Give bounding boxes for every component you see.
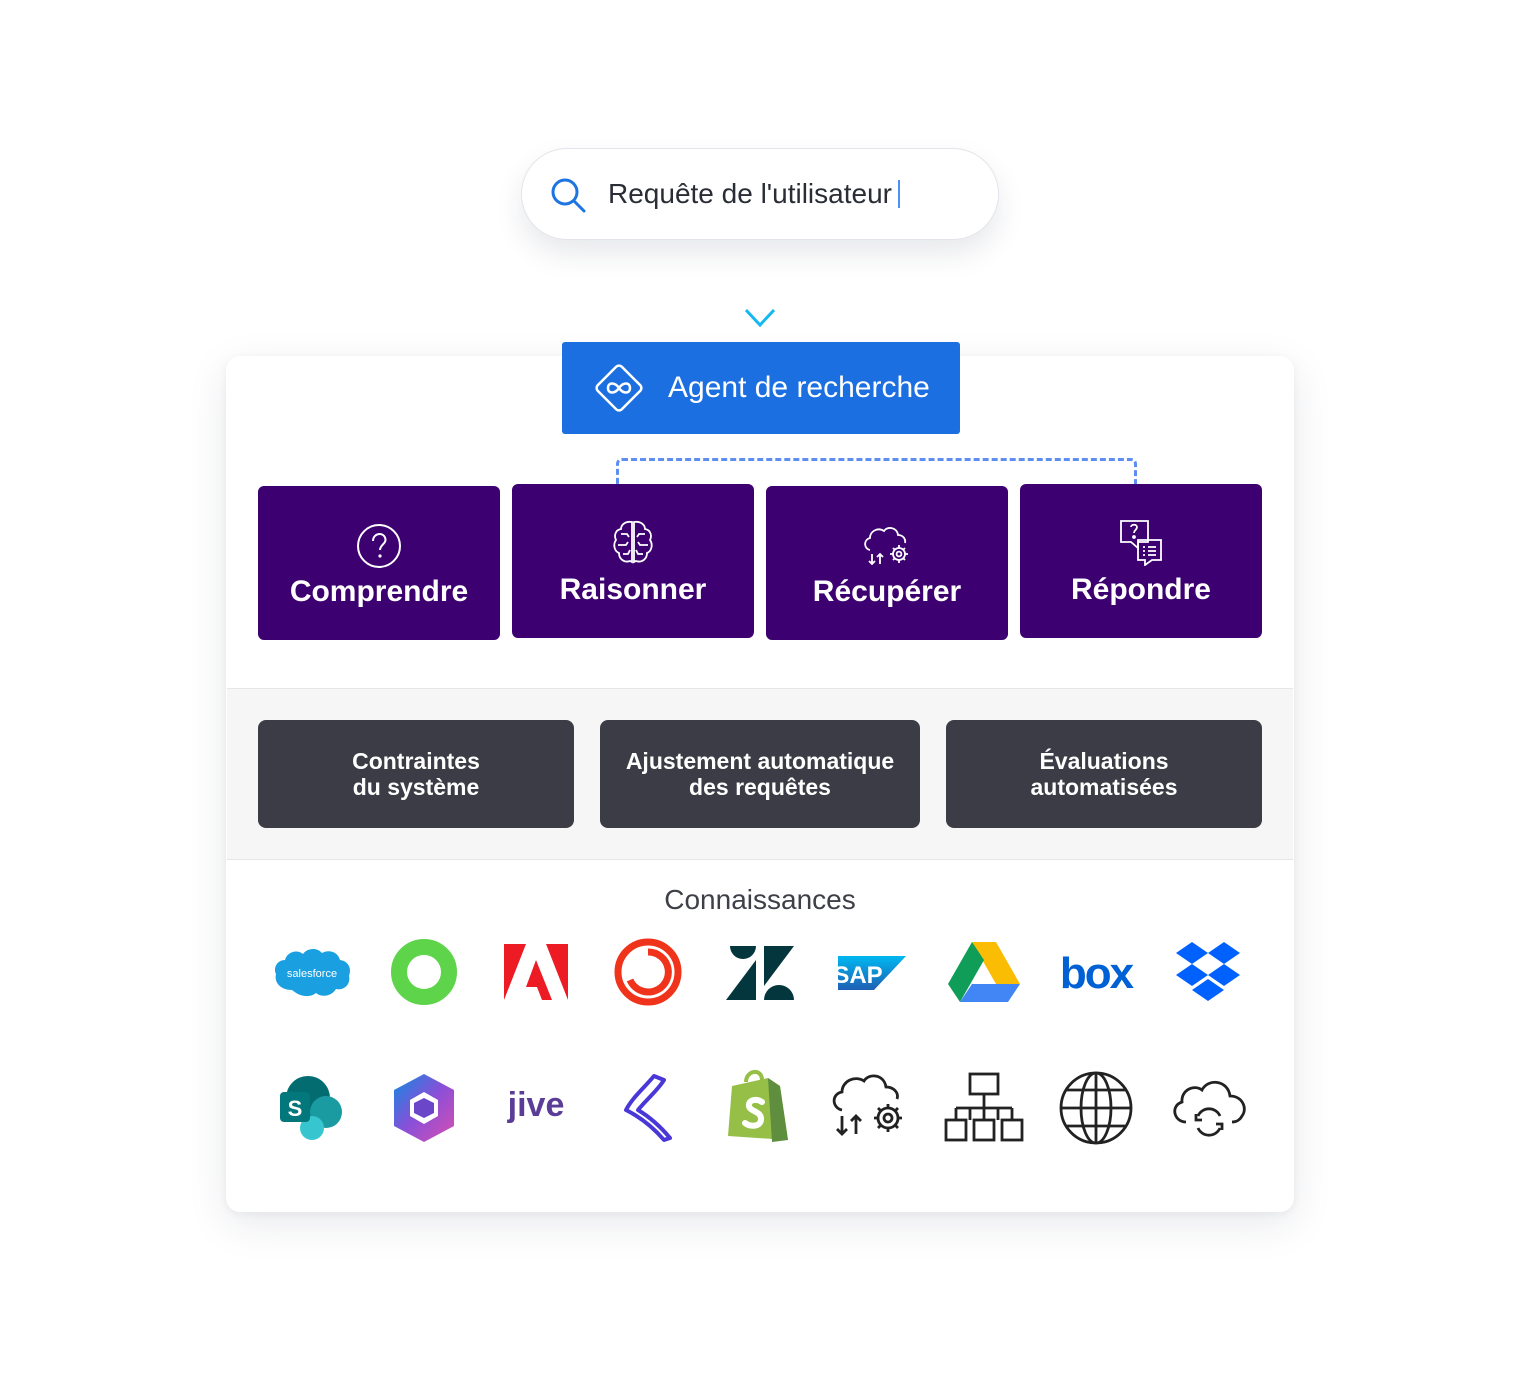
stage-understand: Comprendre: [258, 486, 500, 640]
stage-retrieve: Récupérer: [766, 486, 1008, 640]
sharepoint-logo: S: [272, 1068, 352, 1148]
globe-icon: [1056, 1068, 1136, 1148]
down-arrow-icon: [743, 240, 777, 332]
box-wordmark: box: [1060, 949, 1135, 998]
stage-reason: Raisonner: [512, 484, 754, 638]
infinity-diamond-icon: [590, 359, 648, 417]
search-query-text: Requête de l'utilisateur: [608, 172, 900, 216]
stage-label: Raisonner: [559, 573, 707, 606]
cloud-gear-icon: [862, 524, 912, 568]
dropbox-logo: [1168, 932, 1248, 1012]
feature-label: Ajustement automatique des requêtes: [625, 748, 895, 800]
stage-label: Récupérer: [812, 575, 962, 608]
search-agent-button[interactable]: [562, 342, 960, 434]
sharepoint-letter: S: [288, 1096, 303, 1121]
dashed-connector: [616, 458, 1137, 488]
feature-label: Contraintes du système: [352, 748, 480, 800]
stage-answer: Répondre: [1020, 484, 1262, 638]
search-query-label: Requête de l'utilisateur: [608, 178, 892, 209]
sitemap-icon: [944, 1068, 1024, 1148]
cloud-gear-icon: [828, 1068, 908, 1148]
salesforce-logo: salesforce: [272, 932, 352, 1012]
stage-label: Comprendre: [289, 575, 469, 608]
microsoft-365-logo: [384, 1068, 464, 1148]
purple-swoosh-logo: [608, 1068, 688, 1148]
search-agent-label: Agent de recherche: [668, 371, 930, 404]
text-caret: [897, 180, 900, 208]
knowledge-title: Connaissances: [664, 884, 856, 915]
jive-wordmark: jive: [507, 1086, 565, 1124]
sap-logo: SAP: [832, 932, 912, 1012]
sap-wordmark: SAP: [833, 962, 882, 989]
feature-automated-evaluations: Évaluations automatisées: [946, 720, 1262, 828]
chat-answer-icon: [1118, 518, 1164, 567]
shopify-logo: [716, 1064, 796, 1144]
brain-icon: [610, 518, 656, 566]
question-circle-icon: [355, 522, 403, 570]
stage-label: Répondre: [1070, 573, 1211, 606]
feature-label: Évaluations automatisées: [1030, 748, 1178, 800]
green-ring-logo: [384, 932, 464, 1012]
google-drive-logo: [944, 932, 1024, 1012]
jive-logo: jive: [496, 1068, 576, 1148]
box-logo: box: [1056, 932, 1136, 1012]
cloud-sync-icon: [1168, 1068, 1248, 1148]
red-ring-logo: [608, 932, 688, 1012]
feature-system-constraints: Contraintes du système: [258, 720, 574, 828]
feature-query-tuning: Ajustement automatique des requêtes: [600, 720, 920, 828]
adobe-logo: [496, 932, 576, 1012]
zendesk-logo: [720, 932, 800, 1012]
search-icon: [549, 176, 587, 214]
salesforce-wordmark: salesforce: [287, 968, 337, 980]
search-query-box[interactable]: [521, 148, 999, 240]
